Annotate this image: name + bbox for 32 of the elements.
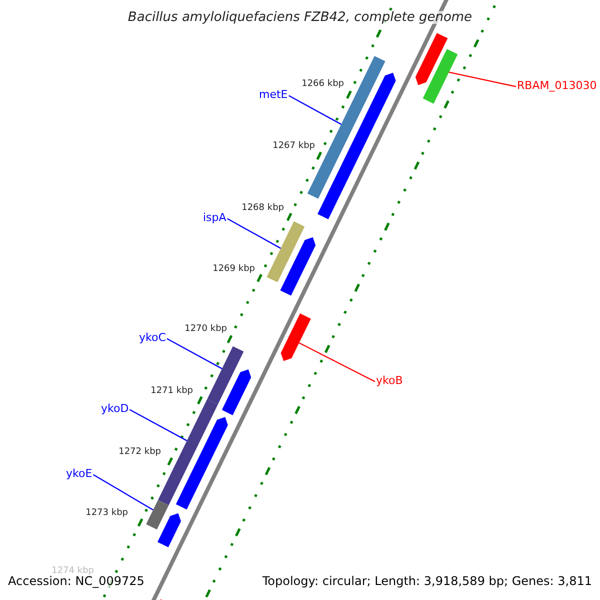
cds-feature-bar xyxy=(415,33,448,86)
scale-label: 1269 kbp xyxy=(212,265,255,274)
accession-label: Accession: NC_009725 xyxy=(8,575,144,587)
cds-feature-bar xyxy=(222,369,252,416)
leader-line xyxy=(448,72,516,88)
gene-label: metE xyxy=(259,89,288,100)
scale-label: 1268 kbp xyxy=(242,204,284,213)
gene-feature-bar xyxy=(146,500,169,530)
gene-label: ykoC xyxy=(139,332,166,343)
scale-label: 1267 kbp xyxy=(272,142,315,151)
scale-label: 1272 kbp xyxy=(118,448,161,457)
scale-label: 1266 kbp xyxy=(302,80,344,89)
title: Bacillus amyloliquefaciens FZB42, complete genome xyxy=(128,11,472,24)
genome-info-label: Topology: circular; Length: 3,918,589 bp; Genes: 3,811 xyxy=(262,575,592,587)
cds-feature-bar xyxy=(280,237,316,296)
gene-feature-bar xyxy=(207,346,244,405)
gene-label: ykoB xyxy=(376,375,403,386)
gene-label: RBAM_013030 xyxy=(517,80,597,91)
gene-label: ykoE xyxy=(66,468,92,479)
scale-label: 1271 kbp xyxy=(150,387,193,396)
scale-label: 1270 kbp xyxy=(184,325,227,334)
leader-line xyxy=(298,342,376,382)
gene-feature-bar xyxy=(422,49,458,104)
scale-label: 1273 kbp xyxy=(86,509,128,518)
gene-label: ykoD xyxy=(101,403,129,414)
gene-label: ispA xyxy=(203,212,226,223)
cds-feature-bar xyxy=(176,417,228,510)
cds-feature-bar xyxy=(158,513,181,548)
scale-label: 1274 kbp xyxy=(52,567,94,576)
leader-line xyxy=(92,474,154,510)
gene-feature-bar xyxy=(280,313,311,361)
gene-feature-bar xyxy=(266,221,305,282)
